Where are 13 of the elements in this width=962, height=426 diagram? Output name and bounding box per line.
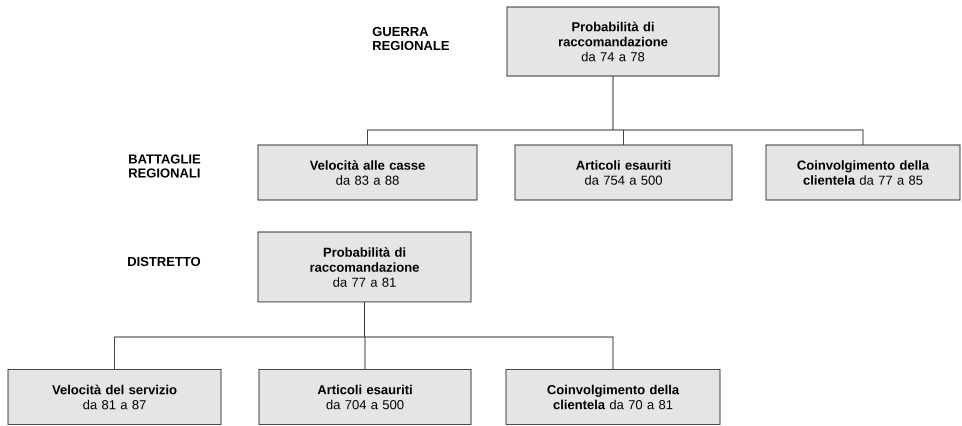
metric-box: Probabilità di raccomandazione da 77 a 81	[258, 232, 472, 302]
level-label: GUERRA REGIONALE	[372, 26, 449, 50]
connector-line	[364, 302, 614, 370]
connector-line	[612, 76, 864, 145]
metric-box: Coinvolgimento della clientela da 77 a 85	[766, 144, 960, 200]
metric-box: Probabilità di raccomandazione da 74 a 78	[506, 6, 720, 76]
metric-box: Articoli esauriti da 704 a 500	[258, 369, 472, 425]
metric-box: Velocità alle casse da 83 a 88	[258, 144, 478, 200]
metric-box: Coinvolgimento della clientela da 70 a 81	[506, 369, 720, 425]
metric-box: Articoli esauriti da 754 a 500	[514, 144, 732, 200]
metric-box: Velocità del servizio da 81 a 87	[8, 369, 222, 425]
level-label: DISTRETTO	[128, 256, 200, 266]
level-label: BATTAGLIE REGIONALI	[129, 154, 200, 178]
